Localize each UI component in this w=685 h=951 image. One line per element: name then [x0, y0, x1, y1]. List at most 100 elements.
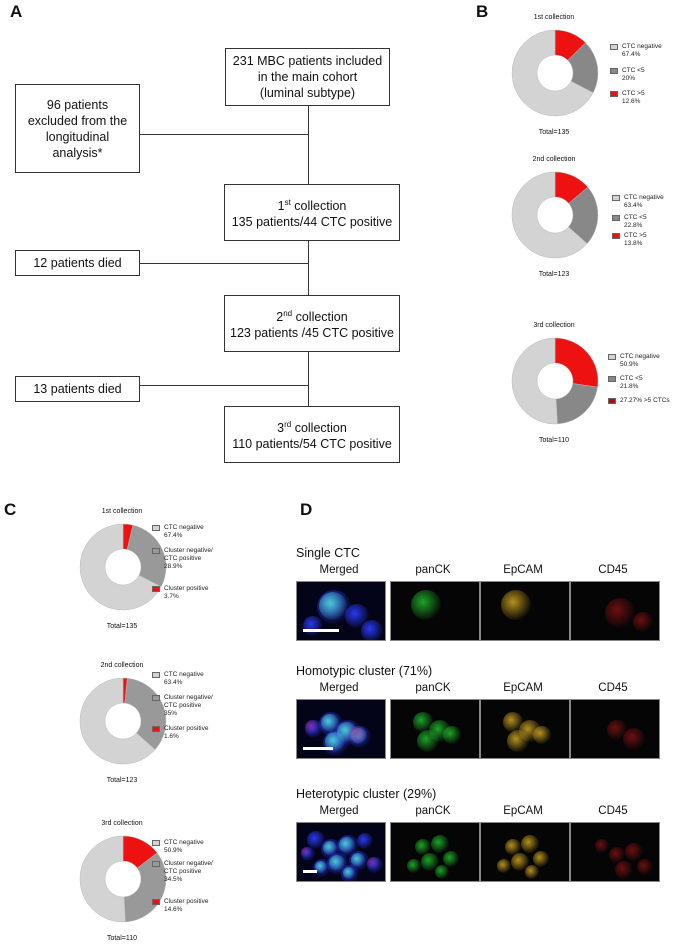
- legend-label-name: Cluster positive: [164, 725, 209, 732]
- cell-blob: [343, 867, 355, 879]
- legend-swatch: [610, 44, 618, 50]
- legend-label-value: 50.9%: [620, 361, 639, 368]
- cell-blob: [501, 590, 531, 620]
- legend-label-name: CTC negative: [622, 43, 662, 50]
- main-cohort-line-2: in the main cohort: [257, 70, 358, 84]
- legend-label-value: 14.6%: [164, 906, 183, 913]
- cell-blob: [533, 851, 549, 867]
- legend-label-value: 35%: [164, 710, 178, 717]
- main-cohort-line-3: (luminal subtype): [259, 86, 356, 100]
- excluded-line-1: 96 patients: [46, 97, 109, 112]
- legend-swatch: [612, 195, 620, 201]
- donut-title: 3rd collection: [101, 820, 143, 827]
- collection-2-box: 2nd collection 123 patients /45 CTC posi…: [224, 295, 400, 352]
- channel-label-epcam: EpCAM: [503, 564, 543, 576]
- donut-slice-1: [511, 171, 588, 259]
- collection-3-title: 3rd collection: [277, 419, 347, 436]
- cell-blob: [507, 730, 529, 752]
- legend-swatch: [152, 861, 160, 867]
- microscopy-row-title: Homotypic cluster (71%): [296, 664, 433, 678]
- legend-swatch: [610, 68, 618, 74]
- channel-label-panck: panCK: [415, 682, 451, 694]
- donut-slice-1: [79, 677, 156, 765]
- cell-blob: [303, 616, 323, 636]
- cell-blob: [503, 712, 523, 732]
- legend-label-value: 22.8%: [624, 222, 643, 229]
- panel-letter-b: B: [476, 2, 489, 21]
- cell-blob: [301, 847, 311, 857]
- donut-slice-1: [511, 29, 594, 117]
- flow-connector-vertical-1: [308, 105, 309, 185]
- collection-3-box: 3rd collection 110 patients/54 CTC posit…: [224, 406, 400, 463]
- cell-blob: [511, 853, 529, 871]
- cell-blob: [497, 859, 511, 873]
- legend-label-name: Cluster negative/ CTC positive: [164, 694, 213, 709]
- donut-total: Total=123: [106, 777, 138, 784]
- legend-label-name: 27.27% >5 CTCs: [620, 397, 670, 404]
- legend-label-value: 3.7%: [164, 593, 179, 600]
- cell-blob: [413, 712, 433, 732]
- died-1-box: 12 patients died: [15, 250, 140, 276]
- cell-blob: [323, 841, 337, 855]
- cell-blob: [607, 720, 627, 740]
- donut-svg: [511, 337, 599, 425]
- cell-blob: [349, 726, 367, 744]
- main-cohort-box: 231 MBC patients included in the main co…: [225, 48, 390, 106]
- panel-letter-c: C: [4, 500, 17, 519]
- micrograph-merged: [296, 581, 386, 641]
- micrograph-panck: [390, 822, 480, 882]
- micrograph-epcam: [480, 581, 570, 641]
- legend-label-value: 63.4%: [624, 202, 643, 209]
- channel-label-merged: Merged: [319, 564, 359, 576]
- channel-label-cd45: CD45: [598, 682, 628, 694]
- legend-swatch: [152, 840, 160, 846]
- channel-label-panck: panCK: [415, 564, 451, 576]
- collection-2-title: 2nd collection: [276, 308, 348, 325]
- micrograph-cd45: [570, 581, 660, 641]
- donut-svg: [79, 523, 167, 611]
- cell-blob: [637, 859, 653, 875]
- cell-blob: [329, 855, 345, 871]
- legend-swatch: [152, 548, 160, 554]
- channel-label-panck: panCK: [415, 805, 451, 817]
- donut-title: 2nd collection: [532, 156, 576, 163]
- legend-label-name: CTC <5: [624, 214, 647, 221]
- cell-blob: [361, 620, 383, 640]
- legend-label-value: 28.9%: [164, 563, 183, 570]
- cell-blob: [605, 598, 635, 628]
- collection-3-detail: 110 patients/54 CTC positive: [232, 437, 392, 452]
- flow-connector-vertical-3: [308, 351, 309, 407]
- cell-blob: [623, 728, 645, 750]
- cell-blob: [307, 831, 325, 849]
- donut-total: Total=135: [106, 623, 138, 630]
- legend-label-value: 34.5%: [164, 876, 183, 883]
- legend-label-value: 63.4%: [164, 679, 183, 686]
- cell-blob: [367, 857, 379, 869]
- cell-blob: [415, 839, 431, 855]
- died-2-box: 13 patients died: [15, 376, 140, 402]
- legend-label-name: CTC >5: [622, 90, 645, 97]
- legend-swatch: [152, 695, 160, 701]
- legend-label-name: CTC negative: [164, 524, 204, 531]
- flow-connector-vertical-2: [308, 240, 309, 296]
- micrograph-merged: [296, 699, 386, 759]
- legend-swatch: [612, 233, 620, 239]
- collection-1-title: 1st collection: [277, 197, 347, 214]
- donut-svg: [79, 677, 167, 765]
- legend-label-name: CTC negative: [624, 194, 664, 201]
- cell-blob: [521, 835, 539, 853]
- cell-blob: [435, 865, 449, 879]
- channel-label-cd45: CD45: [598, 805, 628, 817]
- excluded-box: 96 patients excluded from the longitudin…: [15, 84, 140, 173]
- legend-label-value: 67.4%: [622, 51, 641, 58]
- donut-svg: [79, 835, 167, 923]
- cell-blob: [505, 839, 521, 855]
- scale-bar: [303, 747, 333, 750]
- legend-label-name: CTC negative: [164, 671, 204, 678]
- microscopy-row-title: Single CTC: [296, 546, 360, 560]
